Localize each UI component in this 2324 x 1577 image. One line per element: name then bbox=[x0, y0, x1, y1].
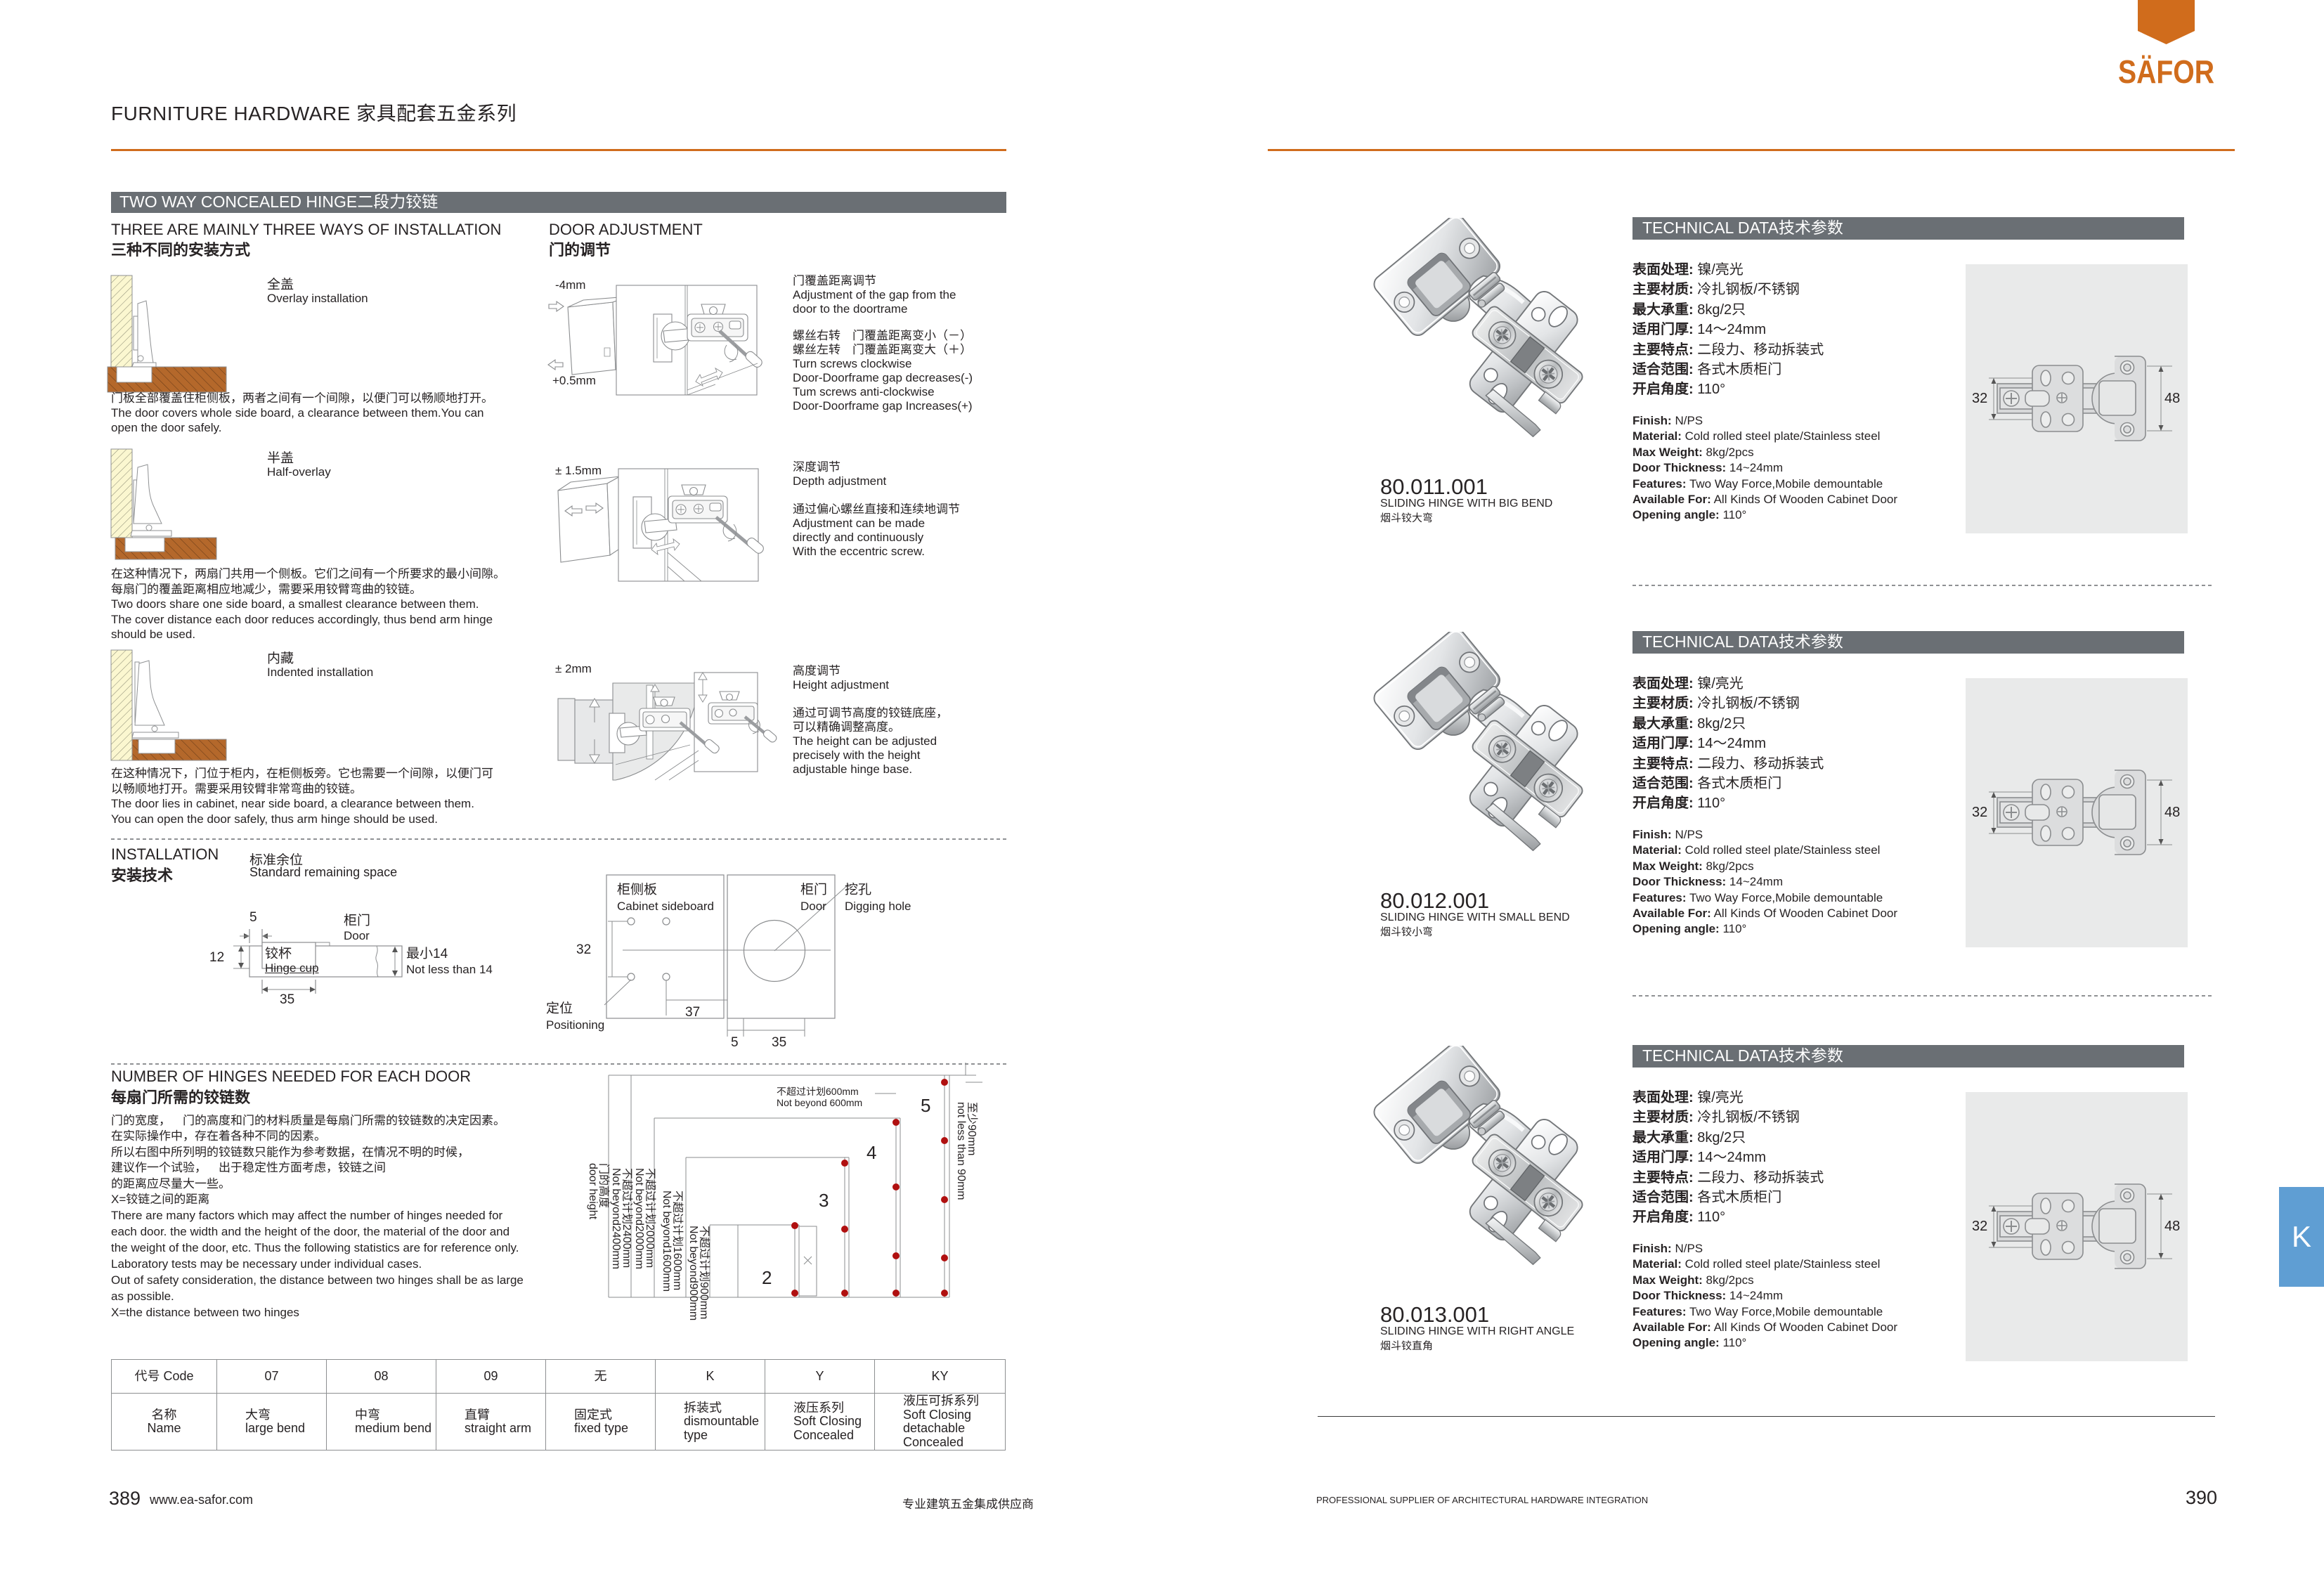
svg-text:2: 2 bbox=[762, 1267, 772, 1288]
svg-text:4: 4 bbox=[866, 1142, 876, 1163]
svg-text:SÄFOR: SÄFOR bbox=[2118, 53, 2214, 88]
svg-text:3: 3 bbox=[819, 1190, 829, 1211]
svg-text:5: 5 bbox=[921, 1095, 930, 1116]
